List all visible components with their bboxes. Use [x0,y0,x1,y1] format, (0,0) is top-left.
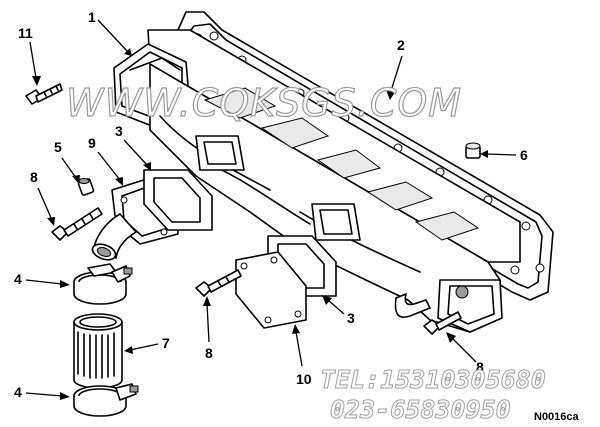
capscrew-11 [25,83,63,105]
callout-8-middle: 8 [203,296,213,361]
callout-4-lower: 4 [14,384,70,400]
callout-6: 6 [480,147,528,163]
capscrew-8-middle [195,269,242,297]
callout-3-right: 3 [322,295,355,326]
pipe-plug [465,142,481,159]
svg-text:1: 1 [88,9,96,25]
callout-3-left: 3 [115,123,151,171]
svg-text:N0016ca: N0016ca [534,411,580,423]
svg-text:4: 4 [14,384,22,400]
hose-7 [73,313,123,389]
callout-8-left: 8 [30,169,55,226]
svg-text:8: 8 [30,169,38,185]
callout-10: 10 [292,324,312,387]
callouts: 1 2 11 5 9 3 8 6 4 7 4 8 10 3 8 [14,9,528,400]
hose-clamp-lower [73,383,139,417]
contact-tel: TEL:15310305680 [320,365,546,394]
callout-4-upper: 4 [14,271,70,288]
callout-1: 1 [88,9,132,56]
svg-text:9: 9 [88,135,96,151]
svg-text:3: 3 [347,310,355,326]
callout-8-right: 8 [446,332,484,375]
svg-text:6: 6 [520,147,528,163]
hose-clamp-upper [73,263,133,305]
svg-text:11: 11 [18,25,33,41]
svg-text:7: 7 [162,335,170,351]
capscrew-8-right [423,311,462,335]
svg-text:5: 5 [54,139,62,155]
svg-text:3: 3 [115,123,123,139]
contact-phone: 023-65830950 [330,395,511,424]
svg-text:10: 10 [296,371,312,387]
callout-11: 11 [18,25,41,86]
cover-plate-10 [235,251,307,329]
watermark-text: WWW.CQKSGS.COM [66,81,462,125]
callout-5: 5 [54,139,80,184]
callout-9: 9 [88,135,123,186]
plug-5 [77,178,95,196]
capscrew-8-left [51,207,103,241]
callout-7: 7 [124,335,170,354]
gasket-3-left [143,169,213,231]
svg-text:4: 4 [14,271,22,287]
figure-code: N0016ca [528,408,586,423]
svg-text:8: 8 [205,345,213,361]
callout-2: 2 [386,37,405,100]
svg-text:2: 2 [397,37,405,53]
svg-text:8: 8 [476,359,484,375]
